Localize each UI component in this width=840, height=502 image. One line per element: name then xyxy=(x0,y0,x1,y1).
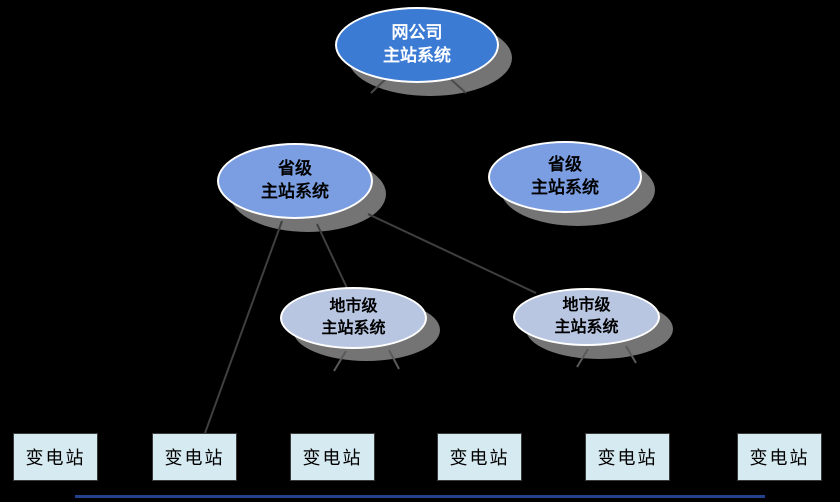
province-master-station-node-left: 省级 主站系统 xyxy=(217,143,373,219)
substation-label: 变电站 xyxy=(302,448,363,468)
city-right-label-line2: 主站系统 xyxy=(554,319,619,336)
substation-box: 变电站 xyxy=(13,433,98,481)
province-master-station-node-right: 省级 主站系统 xyxy=(488,141,642,213)
connector-line-stub xyxy=(625,345,637,364)
province-right-label-line2: 主站系统 xyxy=(531,178,599,197)
city-master-station-node-right: 地市级 主站系统 xyxy=(513,288,660,346)
substation-label: 变电站 xyxy=(749,448,810,468)
substation-box: 变电站 xyxy=(437,433,522,481)
substation-label: 变电站 xyxy=(597,448,658,468)
province-left-label-line1: 省级 xyxy=(278,159,312,179)
connector-line xyxy=(367,213,537,294)
connector-line-stub xyxy=(333,350,347,372)
city-left-label-line2: 主站系统 xyxy=(321,320,386,337)
substation-box: 变电站 xyxy=(585,433,670,481)
province-left-label-line2: 主站系统 xyxy=(261,182,329,201)
substation-box: 变电站 xyxy=(737,433,822,481)
city-master-station-node-left: 地市级 主站系统 xyxy=(280,287,427,349)
substation-label: 变电站 xyxy=(449,448,510,468)
substation-box: 变电站 xyxy=(152,433,237,481)
connector-line-stub xyxy=(576,348,589,368)
bottom-divider-line xyxy=(75,495,765,498)
top-node-label-line2: 主站系统 xyxy=(383,46,451,65)
connector-line-stub xyxy=(388,349,400,370)
province-right-label-line1: 省级 xyxy=(548,155,582,175)
city-left-label-line1: 地市级 xyxy=(329,298,378,316)
substation-box: 变电站 xyxy=(290,433,375,481)
substation-label: 变电站 xyxy=(164,448,225,468)
substation-label: 变电站 xyxy=(25,448,86,468)
top-master-station-node: 网公司 主站系统 xyxy=(335,7,499,83)
connector-line xyxy=(316,223,348,289)
top-node-label-line1: 网公司 xyxy=(391,23,443,43)
connector-line xyxy=(204,220,283,434)
city-right-label-line1: 地市级 xyxy=(562,297,611,315)
